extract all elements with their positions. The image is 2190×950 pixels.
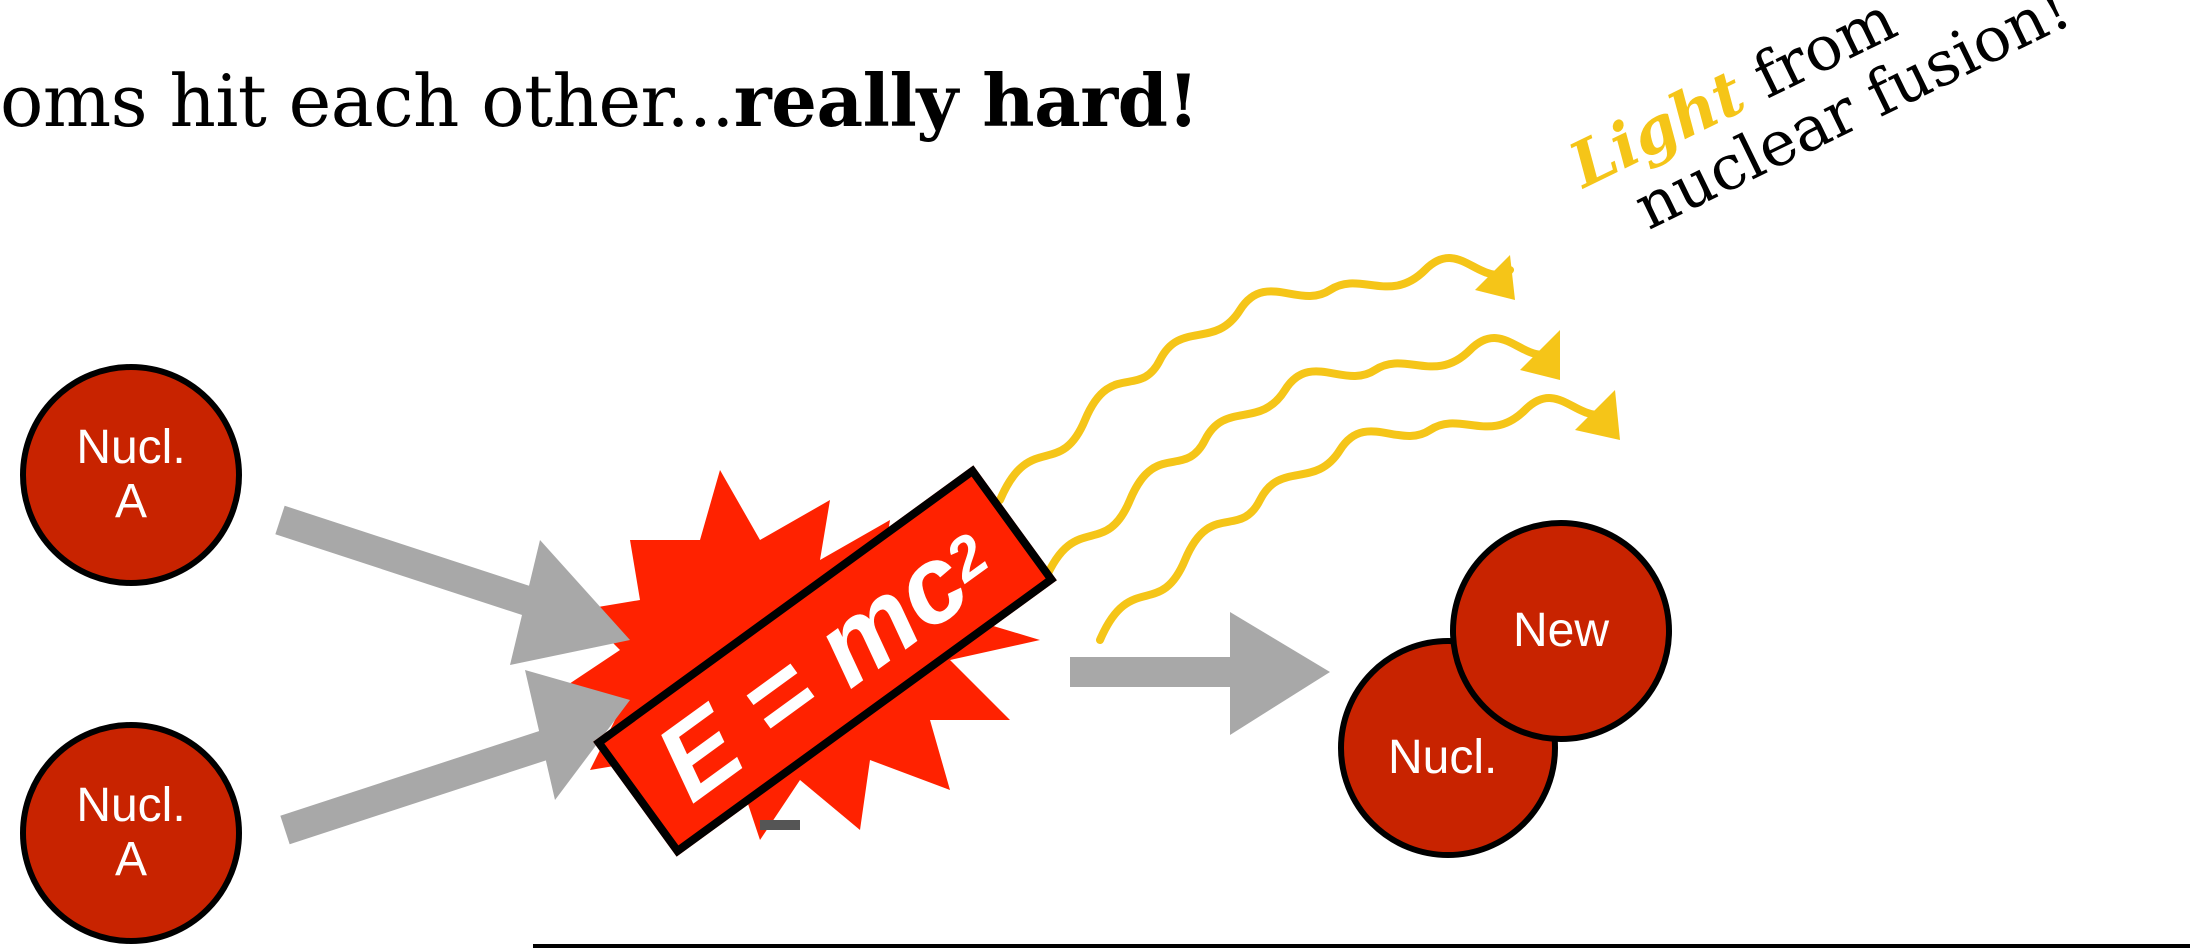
emc2-exponent: 2 [933,520,1000,595]
arrow-top-in [275,505,630,665]
light-wave-2-arrowhead [1520,330,1560,380]
nucleus-a-top: Nucl. A [20,364,242,586]
nucleus-a-top-line2: A [114,475,147,528]
light-wave-1-arrowhead [1475,255,1515,300]
nucleus-a-top-line1: Nucl. [76,421,186,474]
nucleus-a-bottom-line2: A [114,833,147,886]
bottom-rule [533,944,2190,948]
light-wave-2 [1041,334,1559,584]
nucleus-new-label: New [1512,604,1610,657]
nucleus-a-bottom: Nucl. A [20,722,242,944]
explosion-smudge [760,820,800,830]
light-wave-1 [996,254,1514,504]
title-text: oms hit each other... [0,59,734,143]
nucleus-product-label: Nucl. [1388,731,1498,784]
nucleus-product-front: New [1450,520,1672,742]
nucleus-a-bottom-line1: Nucl. [76,779,186,832]
arrow-out [1070,612,1330,735]
light-wave-3 [1096,394,1614,644]
arrow-bottom-in [280,670,630,845]
slide-title: oms hit each other...really hard! [0,58,1199,143]
title-emphasis: really hard! [733,58,1199,143]
light-wave-3-arrowhead [1575,390,1620,440]
